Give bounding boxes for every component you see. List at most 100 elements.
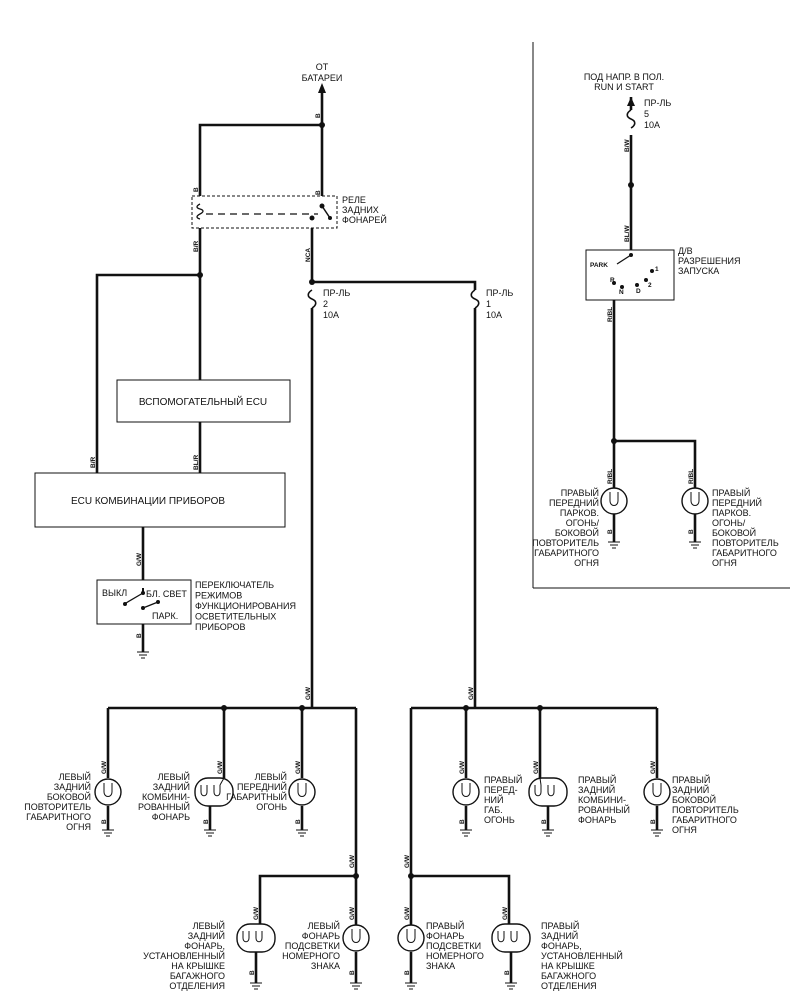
cluster-ecu-box [34, 472, 286, 528]
pos-1: 1 [655, 266, 659, 273]
label-line: ОТДЕЛЕНИЯ [169, 981, 225, 991]
label-line: НОМЕРНОГО [426, 951, 484, 961]
label-line: ГАБАРИТНОГО [534, 548, 599, 558]
junction-dots [197, 122, 634, 879]
label-line: БАТАРЕИ [302, 73, 343, 83]
label-line: ПАРКОВ. [560, 508, 599, 518]
wire-tag: G/W [101, 760, 108, 774]
label-line: ПРАВЫЙ [541, 920, 579, 931]
label-line: РЕЛЕ [342, 195, 366, 205]
fuses [307, 97, 636, 309]
label-line: RUN И START [594, 82, 654, 92]
label-line: ПРАВЫЙ [712, 487, 750, 498]
wire-tag: G/W [136, 552, 143, 566]
label-line: ЛЕВЫЙ [59, 771, 91, 782]
pos-d: D [636, 288, 641, 295]
lamp-inset-left [600, 487, 628, 515]
label-line: КОМБИНИ- [142, 792, 190, 802]
label-line: 1 [486, 299, 491, 309]
fuse5-symbol [626, 109, 636, 129]
wire-tag: G/W [349, 906, 356, 920]
ground-icon [296, 829, 308, 837]
fuse2-symbol [307, 289, 317, 309]
label-line: ФОНАРЬ [302, 931, 340, 941]
label-line: ЗАДНИХ [342, 205, 379, 215]
label-line: ОГНЯ [712, 558, 737, 568]
label-line: ФОНАРЬ [578, 815, 616, 825]
supply-label: ПОД НАПР. В ПОЛ.RUN И START [584, 72, 664, 92]
ground-icon [137, 651, 149, 659]
label-line: УСТАНОВЛЕННЫЙ [143, 950, 225, 961]
pos-n: N [619, 289, 624, 296]
label-line: ОГОНЬ/ [566, 518, 600, 528]
label-line: ЗАДНИЙ [672, 784, 709, 795]
lamp-r-front-marker [452, 778, 480, 806]
label-line: ЗАДНИЙ [541, 930, 578, 941]
label-line: ЛЕВЫЙ [255, 771, 287, 782]
label-line: ЗАДНИЙ [54, 781, 91, 792]
wire-tag: B [315, 190, 322, 195]
label-line: ПЕРЕД- [484, 785, 518, 795]
wire-tag: B/W [624, 139, 631, 153]
label-line: ПОВТОРИТЕЛЬ [712, 538, 779, 548]
switch-park-label: ПАРК. [152, 611, 178, 621]
label-line: ПЕРЕДНИЙ [549, 497, 599, 508]
battery-arrow [318, 83, 326, 93]
label-line: НА КРЫШКЕ [171, 961, 225, 971]
ground-icon [460, 829, 472, 837]
lamp-l-front-marker [288, 778, 316, 806]
wire-tag: G/W [349, 854, 356, 868]
cluster-ecu-label: ECU КОМБИНАЦИИ ПРИБОРОВ [71, 496, 225, 507]
label-line: УСТАНОВЛЕННЫЙ [541, 950, 623, 961]
wire-tag: B [459, 819, 466, 824]
ground-icon [689, 541, 701, 549]
wire-tag: B [193, 187, 200, 192]
label-line: БАГАЖНОГО [170, 971, 225, 981]
label-line: ГАБАРИТНЫЙ [226, 791, 287, 802]
lamp-l-combo [194, 777, 234, 807]
label-line: ЛЕВЫЙ [193, 920, 225, 931]
label-line: ОГНЯ [66, 822, 91, 832]
label-line: 2 [323, 299, 328, 309]
ground-icon [204, 829, 216, 837]
label-line: ФОНАРЬ [426, 931, 464, 941]
wire-tag: B [404, 970, 411, 975]
label-line: ПАРКОВ. [712, 508, 751, 518]
label-line: ГАБАРИТНОГО [672, 815, 737, 825]
wire-tag: B [136, 633, 143, 638]
lamp-r-plate [397, 924, 425, 952]
label-line: ПЕРЕКЛЮЧАТЕЛЬ [195, 580, 274, 590]
label-line: ЗАДНИЙ [188, 930, 225, 941]
label-line: ПОВТОРИТЕЛЬ [532, 538, 599, 548]
label-line: ОГОНЬ/ [712, 518, 746, 528]
label-line: 10A [644, 120, 660, 130]
label-line: ЛЕВЫЙ [158, 771, 190, 782]
ground-icon [542, 829, 554, 837]
wire-tag: G/W [253, 906, 260, 920]
wire-tag: G/W [404, 906, 411, 920]
label-line: 10A [323, 310, 339, 320]
label-line: ФОНАРЕЙ [342, 214, 387, 225]
label-line: БОКОВОЙ [712, 527, 756, 538]
label-line: ЗАДНИЙ [153, 781, 190, 792]
wire-tag: B [541, 819, 548, 824]
label-line: РОВАННЫЙ [578, 804, 630, 815]
wire-tag: B [295, 819, 302, 824]
wire-tag: B/R [193, 241, 200, 253]
fuse1-symbol [470, 289, 480, 309]
label-line: ПОВТОРИТЕЛЬ [24, 802, 91, 812]
label-line: КОМБИНИ- [578, 795, 626, 805]
label-line: НИЙ [484, 794, 503, 805]
label-line: БАГАЖНОГО [541, 971, 596, 981]
wire-tag: BL/W [624, 225, 631, 242]
